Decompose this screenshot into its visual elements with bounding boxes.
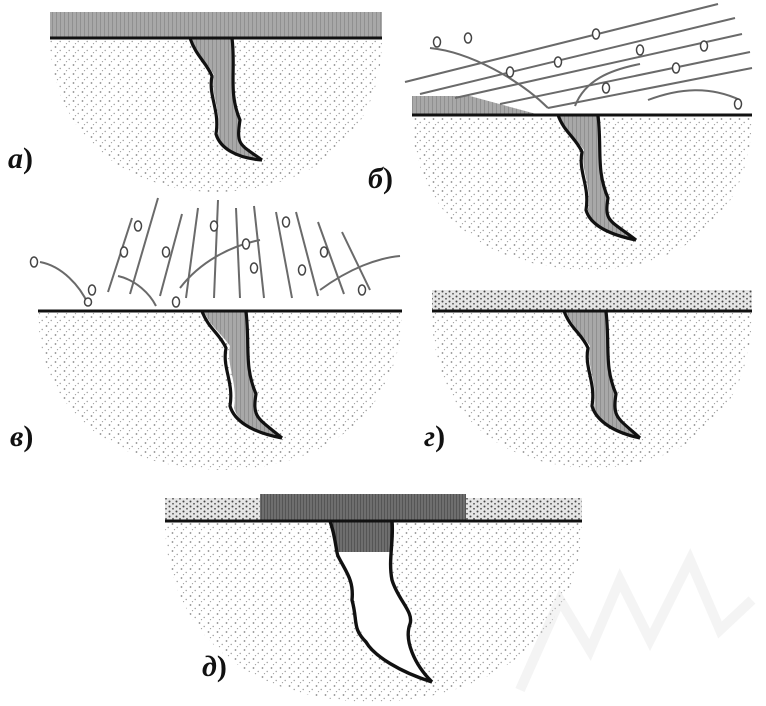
panel-g-coating	[432, 290, 752, 311]
panel-v-label: в)	[10, 420, 33, 453]
panel-g	[432, 290, 752, 468]
panel-b-spray-streaks	[405, 4, 752, 108]
panel-b	[405, 4, 752, 270]
panel-d-coating-left	[165, 498, 260, 521]
panel-v	[31, 198, 403, 470]
panel-v-droplets	[31, 217, 366, 307]
panel-d-label: д)	[202, 650, 227, 683]
panel-b-label: б)	[368, 162, 393, 195]
panel-a-coating	[50, 12, 382, 38]
panel-d-coating-right	[466, 498, 582, 521]
panel-v-soil	[38, 311, 402, 470]
panel-a	[50, 12, 382, 192]
panel-d-sealant-cap	[260, 494, 466, 521]
panel-a-label: а)	[8, 142, 33, 175]
panel-d-sealant-plug	[332, 521, 393, 552]
panel-g-label: г)	[424, 420, 445, 453]
panel-d	[165, 494, 582, 702]
